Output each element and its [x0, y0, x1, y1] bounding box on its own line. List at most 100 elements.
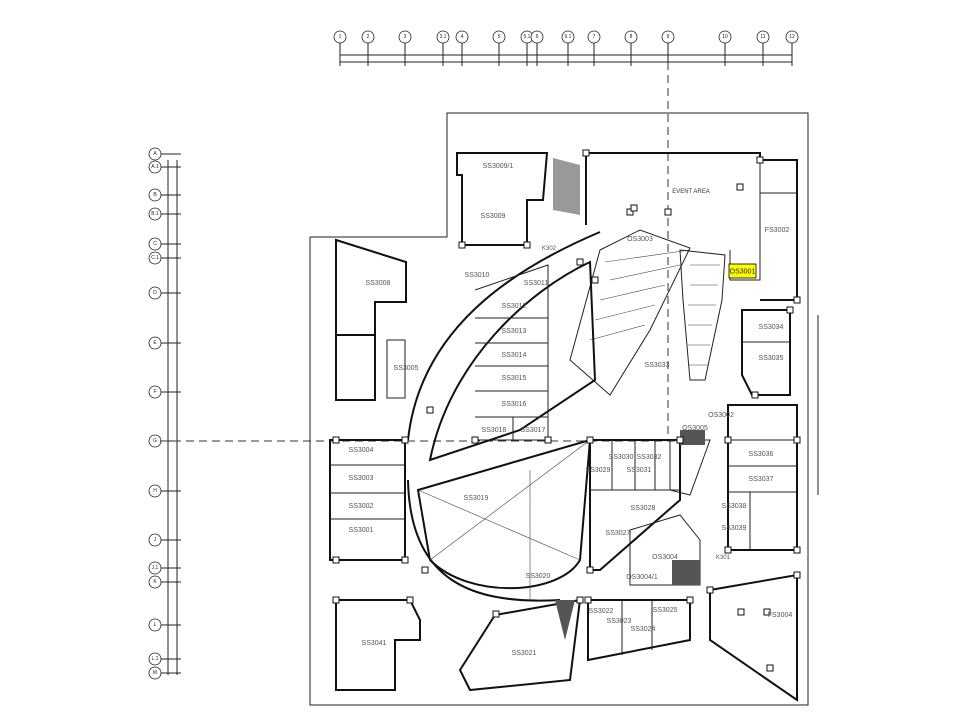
- room-label[interactable]: OS3004: [652, 554, 678, 561]
- room-label[interactable]: SS3014: [502, 352, 527, 359]
- column-marker: [458, 241, 466, 249]
- svg-text:3: 3: [404, 34, 407, 40]
- column-marker: [766, 664, 774, 672]
- column-marker: [751, 391, 759, 399]
- room-label[interactable]: SS3025: [653, 607, 678, 614]
- column-marker: [582, 149, 590, 157]
- grid-bubble-row: K: [148, 575, 181, 589]
- room-label[interactable]: SS3001: [349, 527, 374, 534]
- room-label[interactable]: K301: [716, 555, 731, 561]
- room-label[interactable]: SS3041: [362, 640, 387, 647]
- room-label[interactable]: SS3016: [502, 401, 527, 408]
- room-label[interactable]: OS3002: [708, 412, 734, 419]
- column-marker: [737, 608, 745, 616]
- room-label[interactable]: SS3004: [349, 447, 374, 454]
- svg-text:J: J: [154, 537, 157, 543]
- svg-text:4: 4: [461, 34, 464, 40]
- column-marker: [401, 436, 409, 444]
- room-label[interactable]: SS3038: [722, 503, 747, 510]
- room-label[interactable]: SS3029: [586, 467, 611, 474]
- room-label[interactable]: OS3003: [627, 236, 653, 243]
- svg-text:9: 9: [667, 34, 670, 40]
- room-label[interactable]: SS3010: [465, 272, 490, 279]
- svg-text:8: 8: [630, 34, 633, 40]
- svg-text:3.1: 3.1: [440, 34, 447, 40]
- column-marker: [576, 596, 584, 604]
- room-label[interactable]: SS3019: [464, 495, 489, 502]
- svg-text:11: 11: [760, 34, 765, 40]
- grid-bubble-column: 3: [398, 30, 412, 66]
- grid-bubble-row: M: [148, 666, 181, 680]
- column-marker: [706, 586, 714, 594]
- svg-text:5: 5: [498, 34, 501, 40]
- grid-bubble-column: 2: [361, 30, 375, 66]
- room-label[interactable]: SS3028: [631, 505, 656, 512]
- room-label[interactable]: SS3027: [606, 530, 631, 537]
- structural-columns: [332, 149, 801, 672]
- column-marker: [332, 596, 340, 604]
- grid-bubble-row: A.1: [148, 160, 181, 174]
- grid-bubble-column: 11: [756, 30, 770, 66]
- svg-text:A.1: A.1: [151, 164, 159, 170]
- column-marker: [492, 610, 500, 618]
- svg-text:10: 10: [722, 34, 728, 40]
- room-label[interactable]: SS3003: [349, 475, 374, 482]
- room-label[interactable]: SS3005: [394, 365, 419, 372]
- column-marker: [332, 436, 340, 444]
- grid-bubble-column: 1: [333, 30, 347, 66]
- room-label[interactable]: SS3018: [482, 427, 507, 434]
- room-label[interactable]: SS3037: [749, 476, 774, 483]
- room-label[interactable]: SS3035: [759, 355, 784, 362]
- room-label[interactable]: SS3009: [481, 213, 506, 220]
- room-label[interactable]: OS3004/1: [626, 574, 658, 581]
- event-area-label: EVENT AREA: [672, 189, 710, 195]
- column-marker: [544, 436, 552, 444]
- svg-text:M: M: [153, 670, 157, 676]
- room-label[interactable]: SS3031: [627, 467, 652, 474]
- room-label[interactable]: SS3032: [637, 454, 662, 461]
- room-label[interactable]: SS3020: [526, 573, 551, 580]
- grid-bubble-row: E: [148, 336, 181, 350]
- svg-text:F: F: [153, 389, 156, 395]
- grid-bubble-column: 3.1: [436, 30, 450, 66]
- room-label[interactable]: FS3002: [765, 227, 790, 234]
- column-marker: [401, 556, 409, 564]
- room-label[interactable]: SS3015: [502, 375, 527, 382]
- room-label[interactable]: OS3005: [682, 425, 708, 432]
- highlighted-unit-box[interactable]: [728, 263, 757, 279]
- column-marker: [584, 596, 592, 604]
- room-label[interactable]: SS3034: [759, 324, 784, 331]
- room-label[interactable]: SS3024: [631, 626, 656, 633]
- svg-text:L: L: [154, 622, 157, 628]
- room-label[interactable]: SS3002: [349, 503, 374, 510]
- svg-text:C.1: C.1: [151, 255, 159, 261]
- room-label[interactable]: SS3021: [512, 650, 537, 657]
- room-label[interactable]: SS3017: [521, 427, 546, 434]
- room-label[interactable]: SS3012: [502, 303, 527, 310]
- column-marker: [630, 204, 638, 212]
- grid-bubble-column: 8: [624, 30, 638, 66]
- room-label[interactable]: FS3004: [768, 612, 793, 619]
- grid-bubble-row: A: [148, 147, 181, 161]
- room-label[interactable]: SS3036: [749, 451, 774, 458]
- room-label[interactable]: SS3009/1: [483, 163, 514, 170]
- grid-bubble-row: L: [148, 618, 181, 632]
- room-label[interactable]: SS3023: [607, 618, 632, 625]
- svg-text:J.1: J.1: [152, 565, 159, 571]
- room-label[interactable]: SS3039: [722, 525, 747, 532]
- room-label[interactable]: SS3022: [589, 608, 614, 615]
- building-walls: [329, 152, 798, 702]
- room-label[interactable]: K302: [542, 246, 557, 252]
- column-marker: [586, 436, 594, 444]
- room-label[interactable]: SS3011: [524, 280, 548, 287]
- svg-text:6: 6: [536, 34, 539, 40]
- column-marker: [736, 183, 744, 191]
- room-label[interactable]: SS3013: [502, 328, 527, 335]
- room-label[interactable]: SS3033: [645, 362, 670, 369]
- column-marker: [406, 596, 414, 604]
- room-label[interactable]: SS3008: [366, 280, 391, 287]
- room-label[interactable]: SS3030: [609, 454, 634, 461]
